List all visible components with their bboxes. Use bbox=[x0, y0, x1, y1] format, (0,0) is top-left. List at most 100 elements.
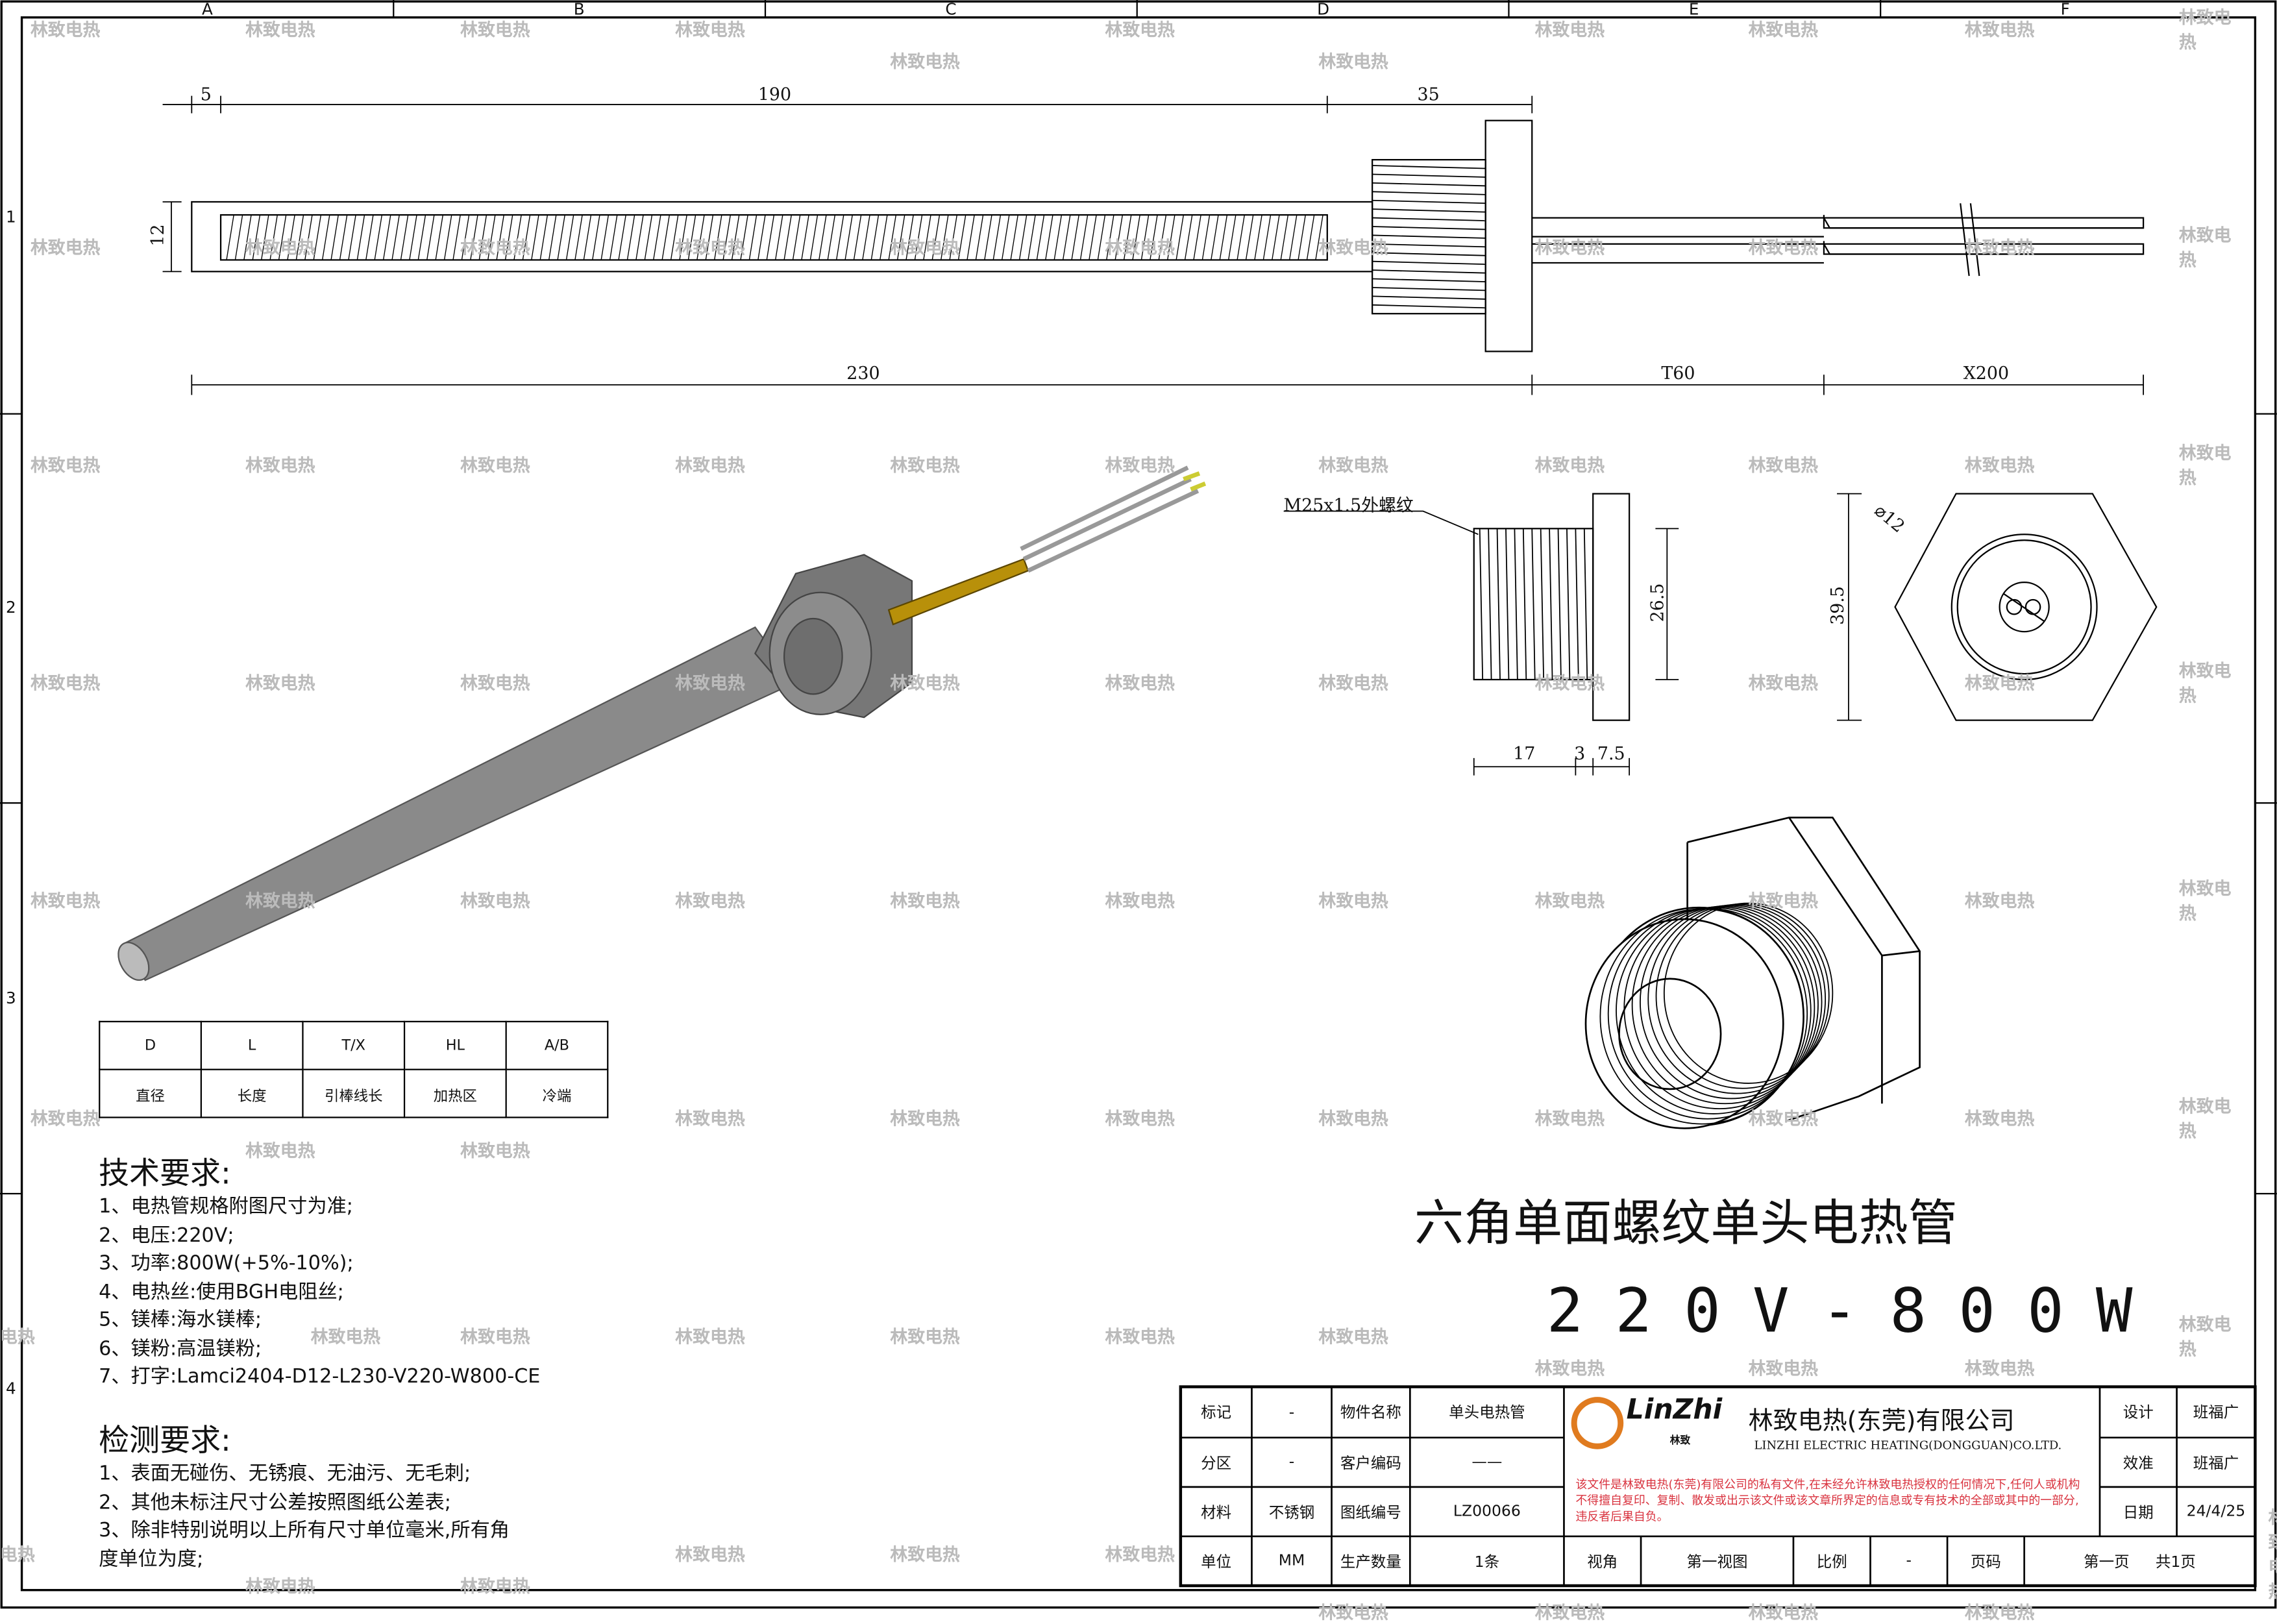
watermark: 林致电热 bbox=[890, 237, 960, 258]
watermark: 林致电热 bbox=[30, 19, 101, 40]
watermark: 林致电热 bbox=[1748, 891, 1818, 911]
tube-top-view bbox=[191, 119, 2145, 352]
dim-x200: X200 bbox=[1963, 363, 2010, 384]
tech-item: 6、镁粉:高温镁粉; bbox=[99, 1336, 262, 1360]
check-value: 班福广 bbox=[2193, 1454, 2239, 1472]
dimension-lines bbox=[162, 95, 2145, 776]
watermark: 林致电热 bbox=[30, 891, 101, 911]
dim-t60: T60 bbox=[1661, 363, 1695, 384]
scale-value: - bbox=[1906, 1552, 1912, 1570]
watermark: 林致电热 bbox=[460, 1326, 530, 1347]
view-label: 视角 bbox=[1587, 1553, 1618, 1571]
watermark: 林致电热 bbox=[1318, 237, 1388, 258]
watermark: 林致电热 bbox=[1964, 1358, 2035, 1379]
product-spec: 220V-800W bbox=[1546, 1275, 2165, 1346]
mark-label: 标记 bbox=[1201, 1404, 1232, 1422]
watermark: 林致电热 bbox=[2178, 225, 2232, 271]
watermark: 林致电热 bbox=[1318, 455, 1388, 476]
logo-sub: 林致 bbox=[1669, 1434, 1691, 1447]
unit-label: 单位 bbox=[1201, 1553, 1232, 1571]
watermark: 林致电热 bbox=[310, 1326, 381, 1347]
watermark: 林致电热 bbox=[2178, 7, 2232, 53]
header-cell: D bbox=[99, 1020, 202, 1070]
watermark: 林致电热 bbox=[1105, 1326, 1175, 1347]
zone-label: 分区 bbox=[1201, 1454, 1232, 1472]
tech-item: 3、功率:800W(+5%-10%); bbox=[99, 1251, 354, 1275]
customer-label: 客户编码 bbox=[1340, 1454, 1401, 1472]
watermark: 林致电热 bbox=[1964, 19, 2035, 40]
column-label: B bbox=[573, 0, 585, 19]
watermark: 林致电热 bbox=[1105, 455, 1175, 476]
watermark: 林致电热 bbox=[890, 1326, 960, 1347]
watermark: 林致电热 bbox=[245, 455, 315, 476]
product-title: 六角单面螺纹单头电热管 bbox=[1414, 1195, 1958, 1253]
logo-text: LinZhi bbox=[1626, 1394, 1723, 1426]
watermark: 林致电热 bbox=[1748, 19, 1818, 40]
watermark: 林致电热 bbox=[460, 19, 530, 40]
header-cell: A/B bbox=[505, 1020, 609, 1070]
watermark: 林致电热 bbox=[1748, 1358, 1818, 1379]
watermark: 林致电热 bbox=[1534, 455, 1605, 476]
fitting-hex-view bbox=[1894, 493, 2158, 721]
drawing-label: 图纸编号 bbox=[1340, 1503, 1401, 1521]
row-label: 3 bbox=[5, 989, 16, 1008]
watermark: 林致电热 bbox=[1105, 672, 1175, 694]
watermark: 林致电热 bbox=[1534, 237, 1605, 258]
watermark: 林致电热 bbox=[1318, 51, 1388, 72]
watermark: 林致电热 bbox=[460, 891, 530, 911]
watermark: 林致电热 bbox=[245, 237, 315, 258]
confidentiality-notice: 该文件是林致电热(东莞)有限公司的私有文件,在未经允许林致电热授权的任何情况下,… bbox=[1575, 1478, 2080, 1523]
mark-value: - bbox=[1288, 1403, 1295, 1421]
total-pages: 共1页 bbox=[2155, 1553, 2196, 1571]
watermark: 林致电热 bbox=[460, 1576, 530, 1597]
watermark: 林致电热 bbox=[890, 1544, 960, 1565]
watermark: 林致电热 bbox=[675, 237, 745, 258]
watermark: 林致电热 bbox=[245, 672, 315, 694]
watermark: 林致电热 bbox=[460, 237, 530, 258]
watermark: 林致电热 bbox=[675, 1326, 745, 1347]
label-cell: 直径 bbox=[99, 1068, 202, 1118]
date-value: 24/4/25 bbox=[2186, 1503, 2246, 1521]
row-label: 2 bbox=[5, 598, 16, 617]
watermark: 林致电热 bbox=[1534, 1109, 1605, 1129]
column-label: C bbox=[945, 0, 957, 19]
name-label: 物件名称 bbox=[1340, 1404, 1401, 1422]
watermark: 林致电热 bbox=[1964, 237, 2035, 258]
label-cell: 长度 bbox=[200, 1068, 304, 1118]
watermark: 林致电热 bbox=[1105, 1544, 1175, 1565]
watermark: 林致电热 bbox=[890, 51, 960, 72]
fitting-side-view bbox=[1473, 493, 1631, 721]
table-row: D L T/X HL A/B bbox=[99, 1020, 609, 1070]
unit-value: MM bbox=[1278, 1552, 1305, 1570]
frame-dividers bbox=[0, 0, 2277, 1195]
material-value: 不锈钢 bbox=[1268, 1503, 1315, 1521]
inspect-title: 检测要求: bbox=[99, 1423, 231, 1458]
company-name-cn: 林致电热(东莞)有限公司 bbox=[1748, 1407, 2015, 1436]
watermark: 林致电热 bbox=[245, 891, 315, 911]
watermark: 林致电热 bbox=[0, 1326, 35, 1347]
watermark: 林致电热 bbox=[1318, 891, 1388, 911]
watermark: 林致电热 bbox=[890, 455, 960, 476]
dim-3: 3 bbox=[1574, 743, 1586, 764]
watermark: 林致电热 bbox=[30, 237, 101, 258]
watermark: 林致电热 bbox=[1105, 19, 1175, 40]
watermark: 林致电热 bbox=[30, 672, 101, 694]
watermark: 林致电热 bbox=[1964, 455, 2035, 476]
watermark: 林致电热 bbox=[1534, 672, 1605, 694]
watermark: 林致电热 bbox=[1748, 237, 1818, 258]
watermark: 林致电热 bbox=[675, 19, 745, 40]
column-label: E bbox=[1688, 0, 1699, 19]
drawing-number: LZ00066 bbox=[1453, 1503, 1521, 1521]
watermark: 林致电热 bbox=[1534, 19, 1605, 40]
watermark: 林致电热 bbox=[675, 1109, 745, 1129]
page-value: 第一页共1页 bbox=[2025, 1536, 2256, 1586]
watermark: 林致电热 bbox=[890, 1109, 960, 1129]
company-name-en: LINZHI ELECTRIC HEATING(DONGGUAN)CO.LTD. bbox=[1754, 1439, 2062, 1453]
spec-table: D L T/X HL A/B 直径 长度 引棒线长 加热区 冷端 bbox=[99, 1020, 609, 1118]
date-label: 日期 bbox=[2123, 1503, 2154, 1521]
inspect-item: 1、表面无碰伤、无锈痕、无油污、无毛刺; bbox=[99, 1462, 471, 1486]
design-value: 班福广 bbox=[2193, 1404, 2239, 1422]
